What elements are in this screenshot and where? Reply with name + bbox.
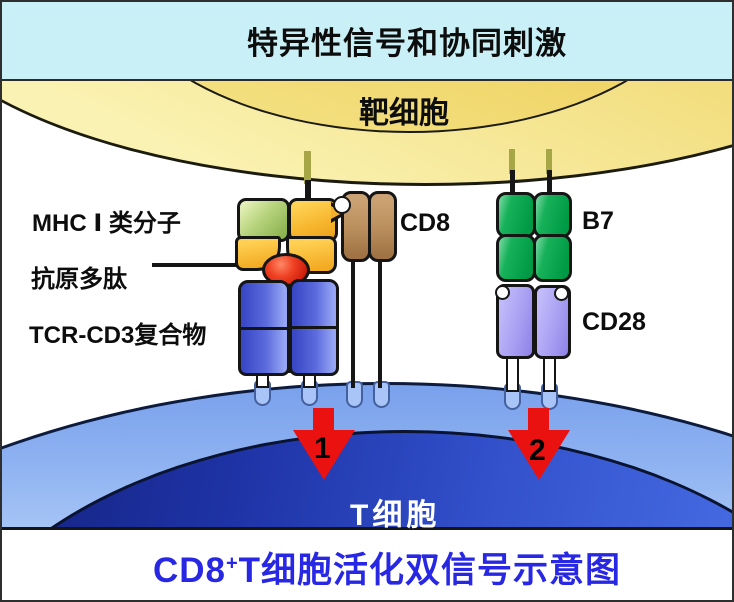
signal2-arrow-stem	[528, 408, 549, 432]
mhc-anchor-stem-upper	[304, 151, 311, 184]
title-banner: 特异性信号和协同刺激	[2, 2, 732, 81]
b7-domain-upper-left	[496, 192, 536, 238]
cd28-chain-left	[496, 284, 535, 359]
tcr-chain-left	[238, 280, 290, 376]
b7-anchor-stem-lower-right	[547, 170, 552, 196]
diagram-caption: CD8+T细胞活化双信号示意图	[153, 542, 621, 593]
signal2-number: 2	[529, 434, 546, 467]
b7-label: B7	[582, 207, 614, 235]
target-cell-label: 靶细胞	[359, 97, 449, 130]
b7-domain-upper-right	[533, 192, 572, 238]
mhc-anchor-stem-lower	[305, 180, 311, 202]
tcr-domain-divider	[238, 327, 290, 330]
b7-domain-lower-right	[533, 234, 572, 282]
tcell-label: T细胞	[350, 499, 441, 532]
cd28-label: CD28	[582, 308, 646, 336]
cd8-stem-right	[378, 254, 382, 388]
cd28-curl-notch-left	[495, 285, 510, 300]
tcr-chain-right	[289, 279, 339, 376]
caption-superscript: +	[225, 552, 239, 575]
banner-title: 特异性信号和协同刺激	[247, 26, 567, 61]
cd28-curl-notch-right	[554, 286, 569, 301]
mhc-class1-label: MHC Ⅰ 类分子	[32, 210, 181, 237]
tcr-cd3-label: TCR-CD3复合物	[29, 322, 207, 349]
b7-anchor-stem-upper-left	[509, 149, 515, 174]
antigen-pointer-line	[152, 263, 262, 267]
caption-prefix: CD8	[152, 551, 226, 590]
signal2-arrow-head	[508, 430, 570, 480]
cd8-label: CD8	[400, 209, 451, 237]
cd8-hinge-notch	[333, 196, 351, 214]
b7-domain-lower-left	[496, 234, 536, 282]
cd8-stem-left	[351, 254, 355, 388]
tcr-domain-divider	[289, 326, 339, 329]
b7-anchor-stem-lower-left	[510, 170, 515, 196]
b7-anchor-stem-upper-right	[546, 149, 552, 174]
signal1-number: 1	[314, 432, 331, 465]
caption-band: CD8+T细胞活化双信号示意图	[2, 527, 732, 600]
cd8-beta-chain	[368, 191, 397, 262]
antigen-peptide-label: 抗原多肽	[31, 266, 127, 293]
caption-suffix: T细胞活化双信号示意图	[238, 551, 622, 590]
signal1-arrow-stem	[313, 408, 334, 432]
signal1-arrow-head	[293, 430, 355, 480]
